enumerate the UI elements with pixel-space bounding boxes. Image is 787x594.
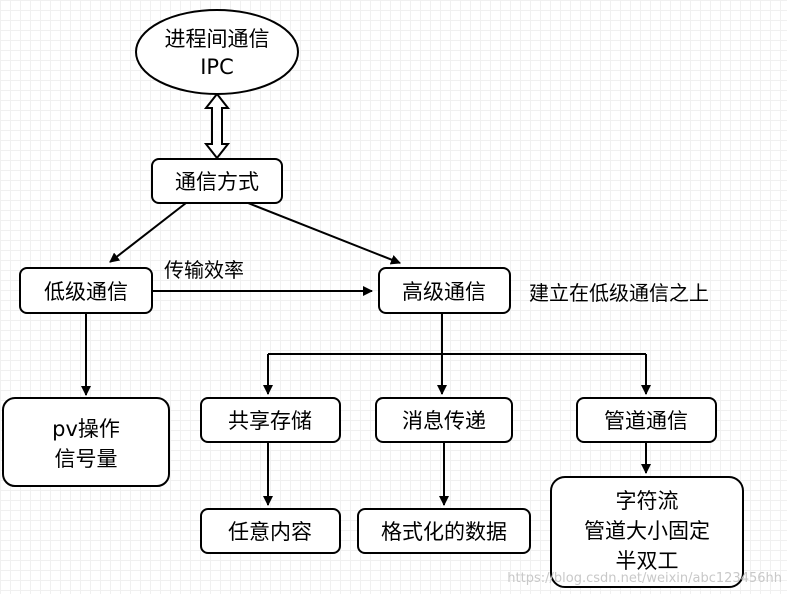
any-content-label: 任意内容	[228, 520, 312, 544]
node-shared-storage: 共享存储	[200, 397, 341, 443]
node-pv: pv操作 信号量	[2, 397, 170, 487]
ipc-line1: 进程间通信	[165, 27, 270, 51]
efficiency-label: 传输效率	[164, 258, 244, 282]
low-level-label: 低级通信	[44, 280, 128, 304]
pipe-details-line3: 半双工	[616, 549, 679, 573]
high-level-label: 高级通信	[402, 280, 486, 304]
message-passing-label: 消息传递	[402, 409, 486, 433]
pipe-label: 管道通信	[604, 409, 688, 433]
node-pipe-details: 字符流 管道大小固定 半双工	[550, 476, 744, 588]
pv-line2: 信号量	[55, 447, 118, 471]
edge-method-to-high	[247, 202, 401, 265]
node-formatted-data: 格式化的数据	[357, 508, 531, 554]
node-any-content: 任意内容	[200, 508, 341, 554]
node-high-level: 高级通信	[378, 267, 511, 314]
node-message-passing: 消息传递	[375, 397, 513, 443]
formatted-data-label: 格式化的数据	[381, 520, 507, 544]
edges	[81, 92, 651, 506]
node-ipc: 进程间通信 IPC	[135, 9, 299, 95]
pv-line1: pv操作	[52, 417, 120, 441]
pipe-details-line2: 管道大小固定	[584, 519, 710, 543]
pipe-details-line1: 字符流	[616, 489, 679, 513]
comm-method-label: 通信方式	[175, 170, 259, 194]
shared-storage-label: 共享存储	[228, 409, 312, 433]
node-pipe: 管道通信	[576, 397, 717, 443]
watermark: https://blog.csdn.net/weixin/abc123456hh	[507, 571, 782, 586]
bidirectional-arrow	[203, 92, 231, 160]
built-on-label: 建立在低级通信之上	[529, 281, 709, 305]
node-low-level: 低级通信	[19, 267, 153, 314]
ipc-line2: IPC	[200, 55, 234, 79]
edge-method-to-low	[109, 202, 187, 263]
node-comm-method: 通信方式	[151, 158, 283, 204]
